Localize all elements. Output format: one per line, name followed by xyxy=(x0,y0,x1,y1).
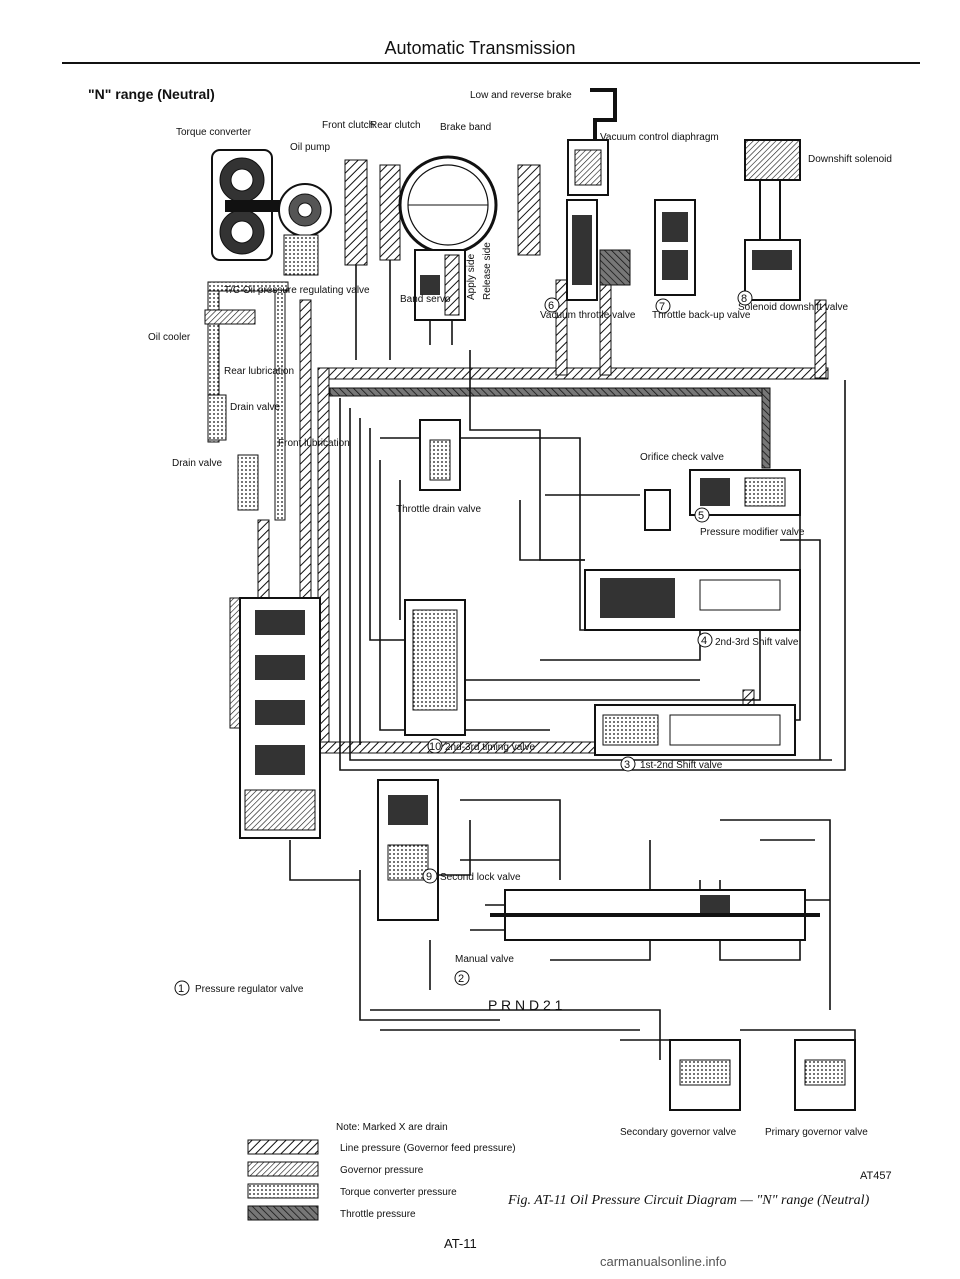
label-primary-gov: Primary governor valve xyxy=(765,1127,868,1138)
range-title: "N" range (Neutral) xyxy=(88,86,215,102)
page-number: AT-11 xyxy=(444,1236,477,1251)
label-manual-valve: Manual valve xyxy=(455,954,514,965)
header-rule xyxy=(62,62,920,64)
circle-9: 9 xyxy=(426,871,432,883)
second-lock-body xyxy=(377,779,439,921)
legend-note: Note: Marked X are drain xyxy=(336,1122,448,1133)
label-timing-23: 2nd-3rd timing valve xyxy=(445,742,535,753)
figure-code: AT457 xyxy=(860,1170,892,1182)
label-oil-pump: Oil pump xyxy=(290,142,330,153)
label-front-clutch: Front clutch xyxy=(322,120,374,131)
label-orifice-check: Orifice check valve xyxy=(640,452,724,463)
label-downshift-solenoid: Downshift solenoid xyxy=(808,154,892,165)
label-pressure-regulator: Pressure regulator valve xyxy=(195,984,304,995)
label-rear-clutch: Rear clutch xyxy=(370,120,421,131)
label-vacuum-throttle: Vacuum throttle valve xyxy=(540,310,636,321)
page-header: Automatic Transmission xyxy=(384,38,576,58)
label-low-reverse-brake: Low and reverse brake xyxy=(470,90,572,101)
circle-10: 10 xyxy=(429,741,441,753)
shift-23-body xyxy=(584,569,801,631)
circle-8: 8 xyxy=(741,293,747,305)
oil-pump xyxy=(278,183,332,276)
converter-pressure-ducts xyxy=(204,281,289,521)
circle-3: 3 xyxy=(624,759,630,771)
label-front-lube: Front lubrication xyxy=(278,438,350,449)
component-labels: Torque converter Oil pump Front clutch R… xyxy=(148,90,892,1138)
label-brake-band: Brake band xyxy=(440,122,491,133)
watermark: carmanualsonline.info xyxy=(600,1254,727,1269)
label-prnd: P R N D 2 1 xyxy=(488,997,563,1013)
circle-6: 6 xyxy=(548,300,554,312)
label-throttle-drain: Throttle drain valve xyxy=(396,504,481,515)
throttle-backup-valve-body xyxy=(654,199,696,296)
throttle-drain-body xyxy=(419,419,461,491)
drain-valve-bodies xyxy=(207,394,259,511)
label-rear-lube: Rear lubrication xyxy=(224,366,294,377)
legend-governor-pressure: Governor pressure xyxy=(340,1165,424,1176)
low-reverse-brake xyxy=(517,164,541,256)
label-solenoid-downshift: Solenoid downshift valve xyxy=(738,302,849,313)
legend-throttle-pressure: Throttle pressure xyxy=(340,1209,416,1220)
circle-1: 1 xyxy=(178,983,184,995)
label-pressure-modifier: Pressure modifier valve xyxy=(700,527,805,538)
shift-12-body xyxy=(594,704,796,756)
legend-converter-pressure: Torque converter pressure xyxy=(340,1187,457,1198)
label-torque-converter: Torque converter xyxy=(176,127,252,138)
circle-4: 4 xyxy=(701,635,707,647)
figure-caption: Fig. AT-11 Oil Pressure Circuit Diagram … xyxy=(508,1193,870,1208)
brake-band-drum xyxy=(398,155,498,255)
label-band-servo: Band servo xyxy=(400,294,451,305)
torque-converter xyxy=(211,149,305,261)
legend-line-pressure: Line pressure (Governor feed pressure) xyxy=(340,1143,516,1154)
governor-bodies xyxy=(669,1039,856,1111)
timing-valve-body xyxy=(404,599,466,736)
pressure-regulator-body xyxy=(239,597,321,839)
label-drain-valve-b: Drain valve xyxy=(172,458,222,469)
circled-numbers: 6 7 8 5 4 10 3 9 1 2 xyxy=(174,290,753,996)
band-servo xyxy=(414,249,466,345)
manual-valve-body xyxy=(490,889,820,941)
front-rear-clutch xyxy=(344,159,401,360)
vacuum-throttle-assembly xyxy=(566,88,617,301)
circle-5: 5 xyxy=(698,510,704,522)
label-tc-valve: T/C Oil pressure regulating valve xyxy=(224,285,370,296)
label-second-lock: Second lock valve xyxy=(440,872,521,883)
label-oil-cooler: Oil cooler xyxy=(148,332,191,343)
label-throttle-backup: Throttle back-up valve xyxy=(652,310,751,321)
label-release-side: Release side xyxy=(482,242,493,300)
label-vacuum-diaphragm: Vacuum control diaphragm xyxy=(600,132,719,143)
circle-2: 2 xyxy=(458,973,464,985)
legend: Note: Marked X are drain Line pressure (… xyxy=(247,1122,516,1221)
line-pressure-ducts xyxy=(257,279,829,754)
label-shift-23: 2nd-3rd Shift valve xyxy=(715,637,799,648)
downshift-solenoid-body xyxy=(744,139,801,301)
label-drain-valve-a: Drain valve xyxy=(230,402,280,413)
label-shift-12: 1st-2nd Shift valve xyxy=(640,760,723,771)
label-apply-side: Apply side xyxy=(466,253,477,300)
pressure-modifier-body xyxy=(644,469,801,531)
circle-7: 7 xyxy=(659,301,665,313)
label-secondary-gov: Secondary governor valve xyxy=(620,1127,737,1138)
